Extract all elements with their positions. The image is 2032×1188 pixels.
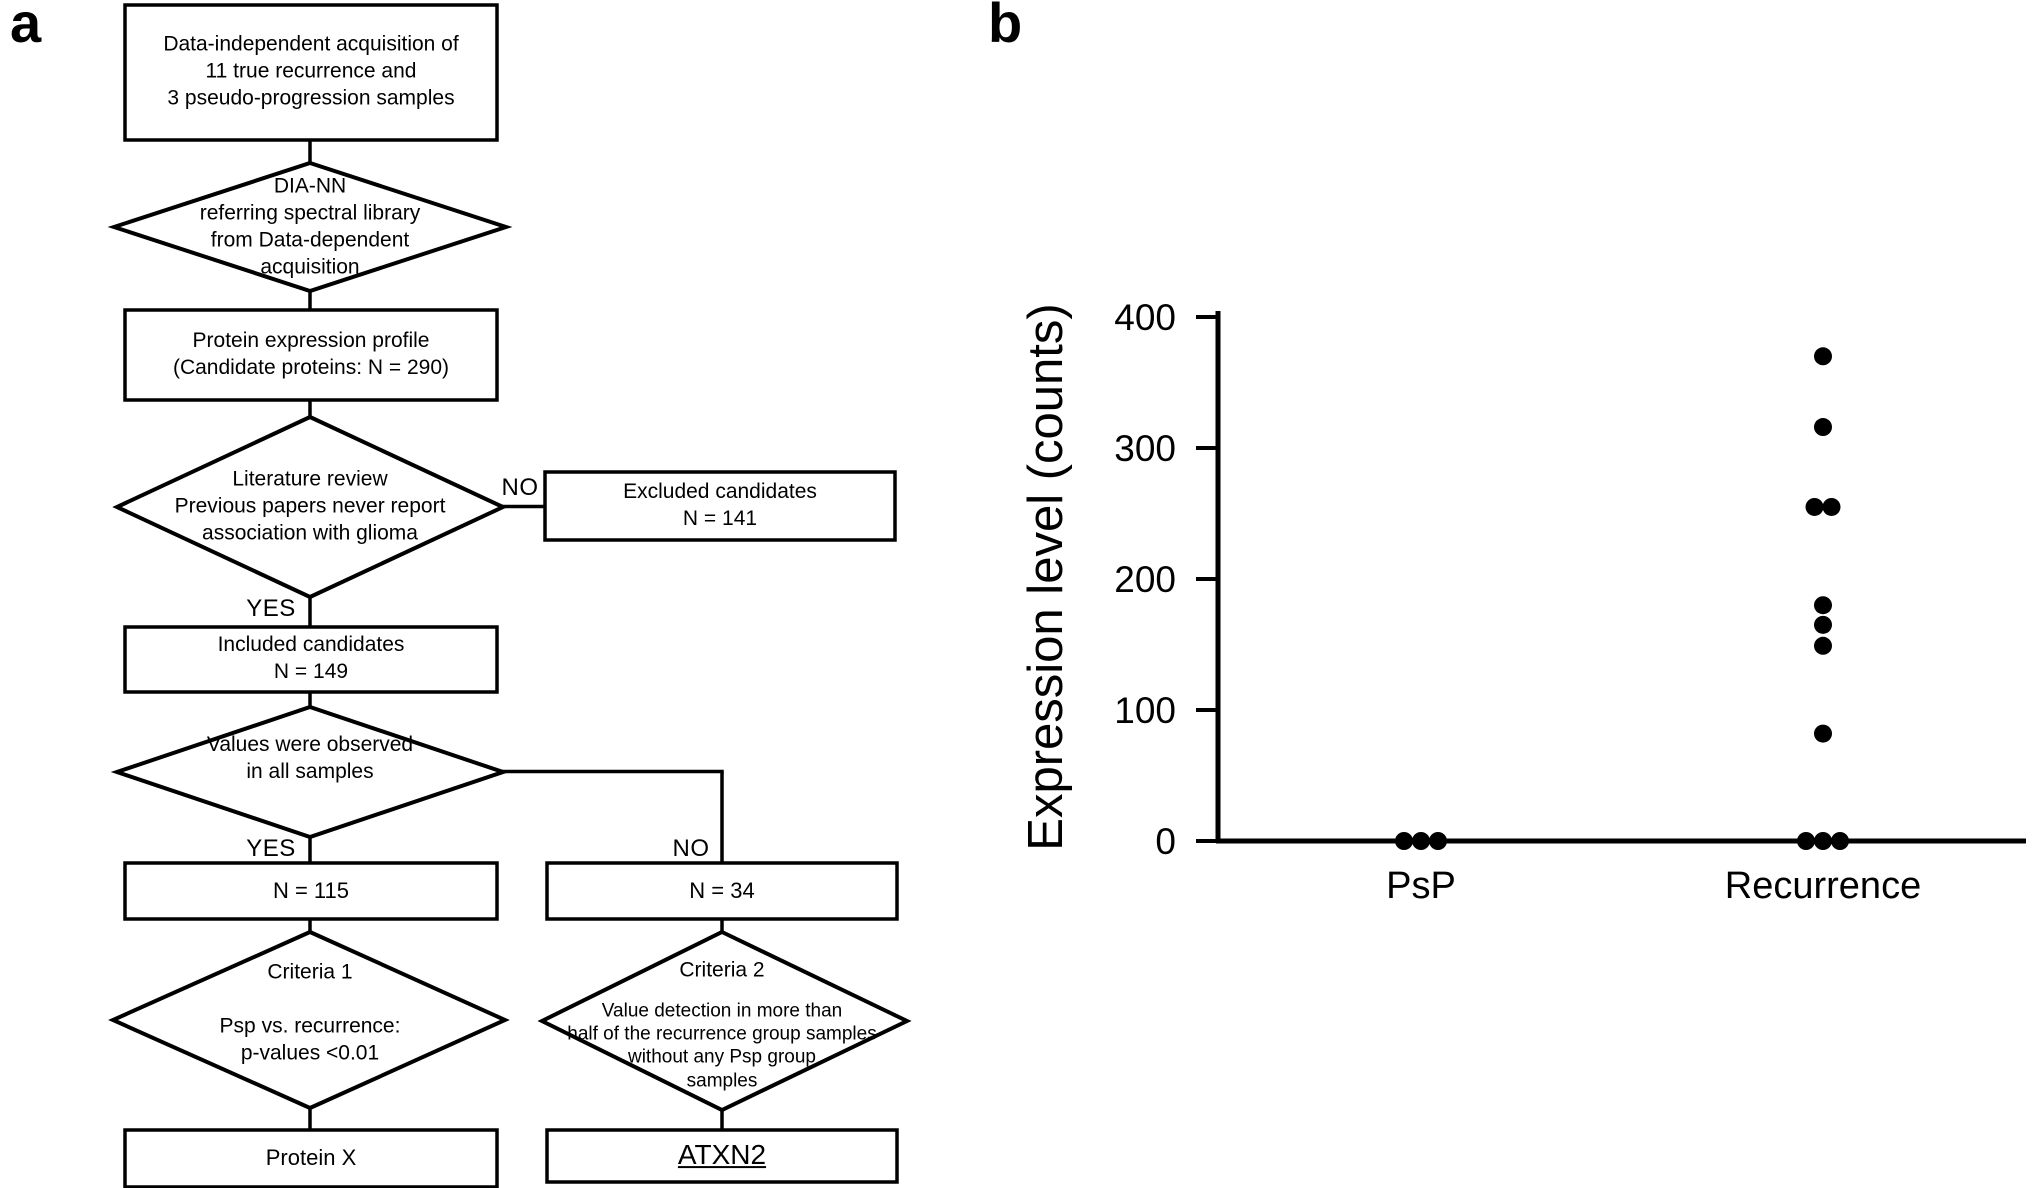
flowchart-diamonds	[107, 160, 912, 1113]
y-tick-label: 0	[1155, 821, 1176, 862]
panel-b-label: b	[988, 0, 1023, 54]
y-tick-label: 200	[1114, 559, 1176, 600]
flowchart-text-proteinx: Protein X	[265, 1144, 357, 1170]
flowchart-box-proteinx	[123, 1128, 499, 1188]
y-tick-label: 300	[1114, 428, 1176, 469]
flowchart-text-n34: N = 34	[689, 877, 755, 903]
flowchart-box-acquisition	[123, 3, 499, 142]
y-axis-title: Expression level (counts)	[1019, 303, 1073, 850]
data-point	[1814, 636, 1832, 655]
dot-plot: 0 100 200 300 400 Expression level (counts) Ps…	[1019, 297, 2026, 907]
flowchart-box-included	[123, 625, 499, 694]
y-tick-label: 100	[1114, 690, 1176, 731]
data-point	[1814, 832, 1832, 850]
flowchart-box-atxn2	[545, 1128, 899, 1184]
y-tick-label: 400	[1114, 297, 1176, 338]
flowchart-text-profile: Protein expression profile (Candidate pr…	[172, 329, 450, 379]
flowchart-text-excluded: Excluded candidates N = 141	[623, 480, 817, 530]
flowchart-box-n115	[123, 861, 499, 921]
data-point	[1797, 832, 1815, 850]
flowchart-box-excluded	[543, 470, 897, 542]
branch-label-no-1: NO	[501, 474, 539, 501]
flowchart-box-profile	[123, 308, 499, 402]
flowchart-text-criteria2-title: Criteria 2	[679, 958, 765, 982]
data-point	[1814, 418, 1832, 437]
flowchart-diamond-criteria2	[537, 929, 912, 1113]
flowchart-text-diann: DIA-NN referring spectral library from D…	[199, 174, 421, 278]
data-point	[1814, 615, 1832, 634]
flowchart-text-values: Values were observed in all samples	[206, 733, 414, 783]
data-point	[1814, 724, 1832, 743]
data-point	[1429, 832, 1447, 850]
branch-label-yes-2: YES	[246, 835, 296, 862]
data-point	[1805, 497, 1824, 516]
flowchart-text-atxn2: ATXN2	[677, 1139, 767, 1171]
flowchart-diamond-diann	[107, 160, 513, 294]
flowchart-text-n115: N = 115	[272, 877, 350, 903]
data-point	[1814, 596, 1832, 615]
flowchart-text-acquisition: Data-independent acquisition of 11 true …	[163, 32, 459, 110]
panel-a-label: a	[10, 0, 42, 54]
flowchart-diamond-literature	[112, 414, 508, 600]
branch-label-yes-1: YES	[246, 595, 296, 622]
x-category-label: Recurrence	[1725, 865, 1921, 907]
flowchart-boxes	[123, 3, 899, 1188]
branch-label-no-2: NO	[672, 835, 710, 862]
x-category-label: PsP	[1386, 865, 1456, 907]
data-point	[1814, 347, 1832, 366]
data-point	[1412, 832, 1430, 850]
flowchart-box-n34	[545, 861, 899, 921]
flowchart-text-criteria2-body: Value detection in more than half of the…	[567, 1000, 877, 1092]
flowchart-diamond-criteria1	[108, 929, 510, 1111]
flowchart-text-criteria1: Criteria 1 Psp vs. recurrence: p-values …	[219, 960, 401, 1064]
flowchart-text-literature: Literature review Previous papers never …	[174, 467, 446, 545]
flowchart-text-included: Included candidates N = 149	[217, 633, 405, 683]
data-point	[1822, 497, 1841, 516]
data-point	[1395, 832, 1413, 850]
flowchart-diamond-values	[110, 704, 510, 840]
data-point	[1831, 832, 1849, 850]
